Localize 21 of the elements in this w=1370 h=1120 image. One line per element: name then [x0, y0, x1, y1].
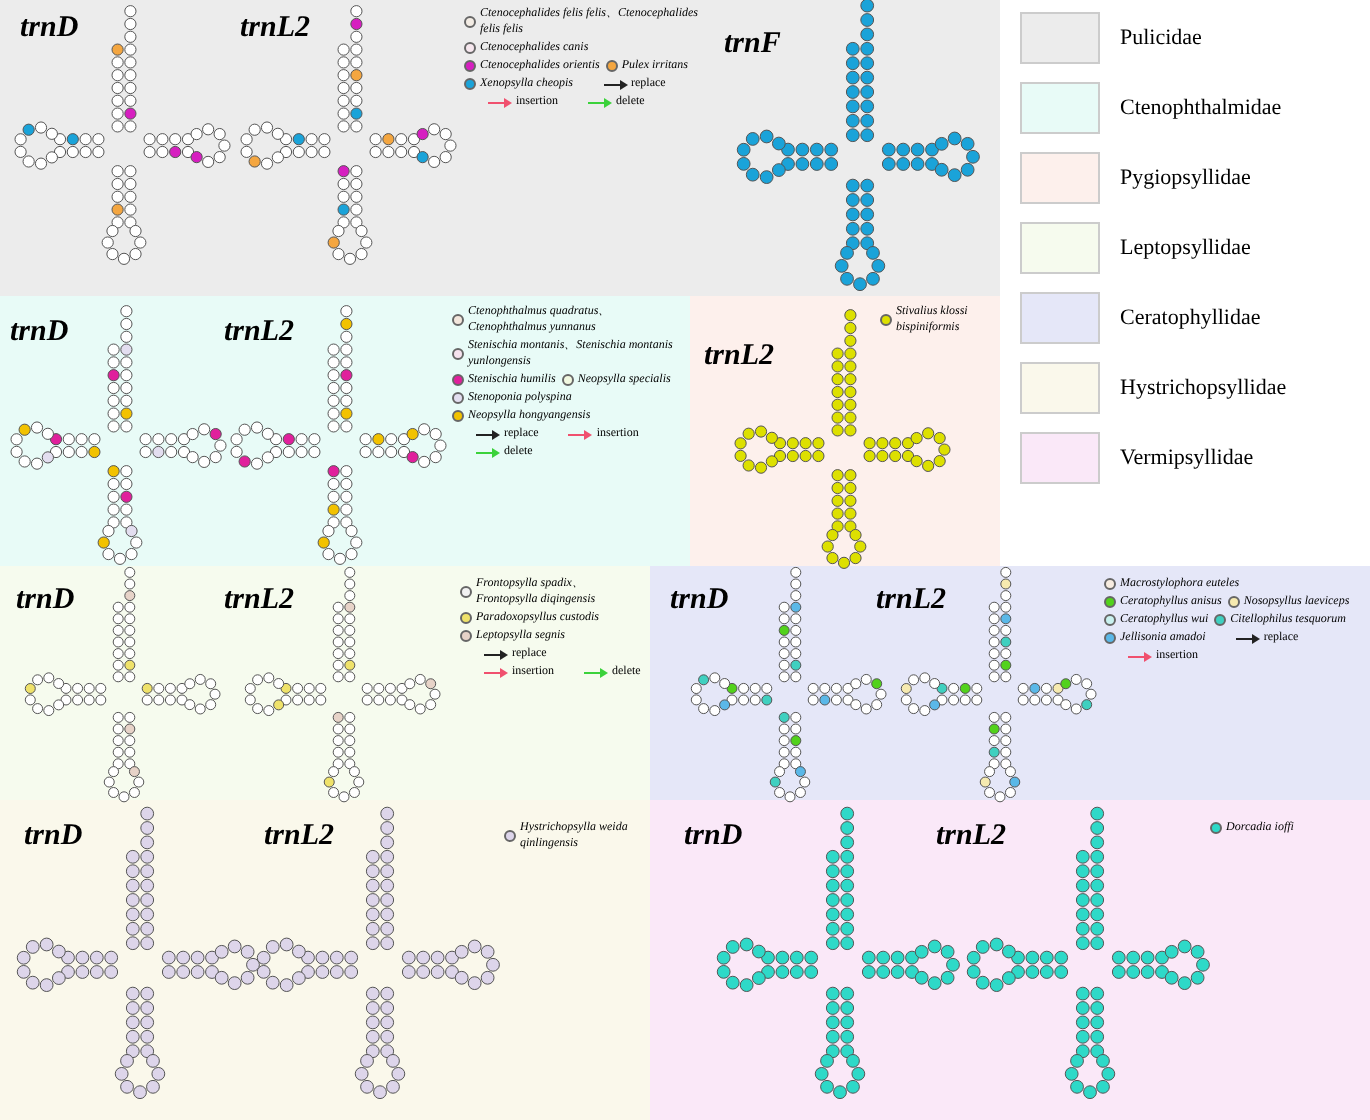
gene-title: trnL2 — [264, 820, 335, 854]
gene-title: trnL2 — [704, 340, 775, 374]
gene-title: trnL2 — [936, 820, 1007, 854]
legend-label: Hystrichopsyllidae — [1120, 373, 1287, 404]
legend-label: Ctenophthalmidae — [1120, 93, 1282, 124]
gene-title: trnD — [10, 316, 69, 350]
gene-title: trnD — [24, 820, 83, 854]
gene-title: trnD — [684, 820, 743, 854]
gene-title: trnL2 — [876, 584, 947, 618]
legend-label: Pygiopsyllidae — [1120, 163, 1251, 194]
gene-title: trnD — [16, 584, 75, 618]
gene-title: trnL2 — [240, 12, 311, 46]
legend-label: Ceratophyllidae — [1120, 303, 1261, 334]
gene-title: trnL2 — [224, 316, 295, 350]
legend-label: Vermipsyllidae — [1120, 443, 1254, 474]
gene-title: trnD — [670, 584, 729, 618]
gene-title: trnF — [724, 28, 781, 62]
legend-label: Leptopsyllidae — [1120, 233, 1251, 264]
gene-title: trnD — [20, 12, 79, 46]
legend-label: Pulicidae — [1120, 23, 1202, 54]
gene-title: trnL2 — [224, 584, 295, 618]
